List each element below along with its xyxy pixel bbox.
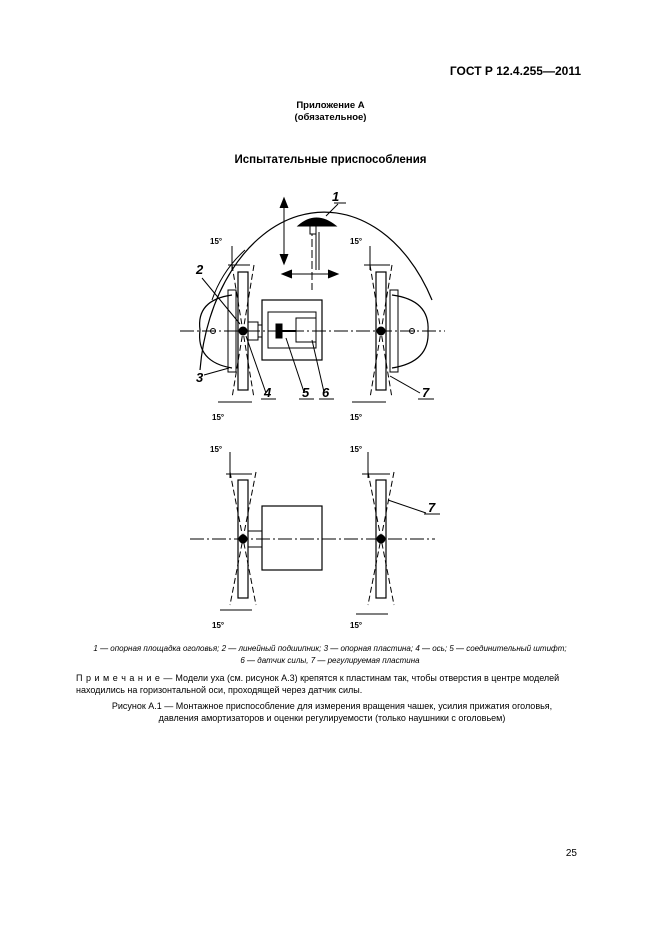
leader-7: [389, 375, 421, 394]
caption-line-1: Рисунок А.1 — Монтажное приспособление д…: [111, 701, 553, 711]
pad-stem: [309, 225, 317, 235]
left-cup-center: [210, 328, 216, 334]
leader-4: [245, 335, 267, 394]
legend-line-2: 6 — датчик силы, 7 — регулируемая пласти…: [240, 656, 420, 665]
angle-label-left-bottom: 15°: [212, 413, 224, 422]
label-2: 2: [195, 262, 204, 277]
bottom-angle-right-bottom: 15°: [350, 621, 362, 630]
annex-heading: Приложение А (обязательное): [0, 100, 661, 124]
bottom-angle-left-bottom: 15°: [212, 621, 224, 630]
note-text: Модели уха (см. рисунок А.3) крепятся к …: [76, 673, 560, 695]
arrow-right-head: [327, 269, 340, 279]
leader-1: [325, 203, 339, 217]
support-pad: [296, 217, 338, 227]
headband-left-segment: [211, 249, 246, 301]
right-cup-center: [409, 328, 415, 334]
left-ear-cup: [199, 294, 233, 369]
label-6: 6: [322, 385, 330, 400]
headband-arc: [199, 211, 433, 371]
connecting-pin: [275, 323, 283, 339]
note-label: П р и м е ч а н и е —: [76, 673, 173, 683]
label-5: 5: [302, 385, 310, 400]
angle-label-right-bottom: 15°: [350, 413, 362, 422]
figure-legend: 1 — опорная площадка оголовья; 2 — линей…: [40, 643, 620, 667]
arrow-left-head: [280, 269, 293, 279]
left-support-plate: [227, 289, 237, 373]
top-fixture: 1 2 3 4 5 6 7 15° 15° 15° 15°: [180, 189, 445, 422]
bottom-central-housing: [261, 505, 323, 571]
figure-caption: Рисунок А.1 — Монтажное приспособление д…: [72, 700, 592, 724]
label-1: 1: [332, 189, 339, 204]
annex-status: (обязательное): [294, 112, 367, 123]
bottom-label-7: 7: [428, 500, 436, 515]
force-sensor: [295, 317, 317, 343]
leader-3: [203, 367, 230, 376]
page-number: 25: [565, 848, 577, 859]
bottom-leader-7: [387, 499, 427, 514]
angle-label-left-top: 15°: [210, 237, 222, 246]
bottom-right-plate: [375, 479, 387, 599]
leader-2: [201, 277, 241, 325]
right-support-plate: [389, 289, 399, 373]
leader-6: [311, 339, 325, 393]
figure-note: П р и м е ч а н и е — Модели уха (см. ри…: [76, 672, 580, 696]
bottom-angle-left-top: 15°: [210, 445, 222, 454]
central-housing: [261, 299, 323, 361]
figure-title: Испытательные приспособления: [234, 154, 427, 166]
right-ear-cup: [391, 294, 429, 369]
bottom-right-angle-b: [367, 471, 395, 606]
annex-title: Приложение А: [296, 100, 365, 111]
legend-line-1: 1 — опорная площадка оголовья; 2 — линей…: [93, 644, 567, 653]
leader-5: [285, 337, 305, 393]
left-angle-line-b: [231, 264, 255, 399]
bottom-angle-right-top: 15°: [350, 445, 362, 454]
test-fixture-drawing: 1 2 3 4 5 6 7 15° 15° 15° 15°: [180, 189, 445, 630]
right-adjustable-plate: [375, 271, 387, 391]
document-code: ГОСТ Р 12.4.255—2011: [449, 64, 581, 78]
angle-label-right-top: 15°: [350, 237, 362, 246]
caption-line-2: давления амортизаторов и оценки регулиру…: [158, 713, 506, 723]
right-angle-line-b: [369, 264, 393, 399]
arrow-up-head: [279, 196, 289, 209]
bottom-left-angle-b: [229, 471, 257, 606]
arrow-down-head: [279, 253, 289, 266]
label-7: 7: [422, 385, 430, 400]
label-4: 4: [263, 385, 272, 400]
bottom-fixture: 7 15° 15° 15° 15°: [190, 445, 440, 630]
label-3: 3: [196, 370, 204, 385]
